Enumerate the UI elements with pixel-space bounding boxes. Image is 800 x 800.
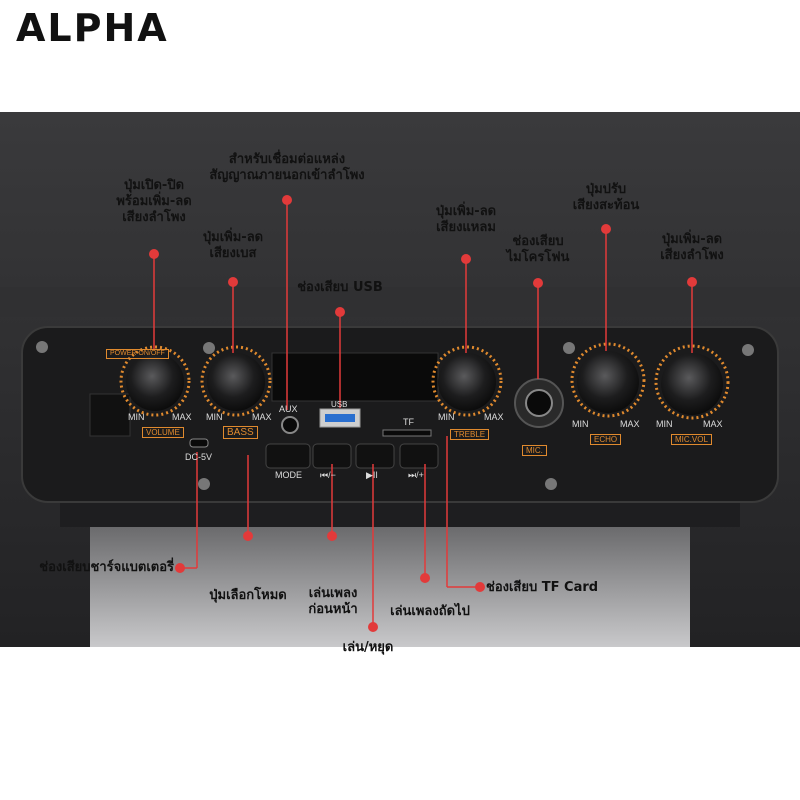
next-label: ⏭/+ <box>408 470 424 480</box>
callout-play: เล่น/หยุด <box>342 640 394 655</box>
callout-charge: ช่องเสียบชาร์จแบตเตอรี่ <box>39 560 174 575</box>
callout-bass: ปุ่มเพิ่ม-ลด เสียงเบส <box>190 230 276 262</box>
volume-tag: VOLUME <box>142 427 184 438</box>
callout-power-volume: ปุ่มเปิด-ปิด พร้อมเพิ่ม-ลด เสียงลำโพง <box>104 178 204 226</box>
callout-prev: เล่นเพลง ก่อนหน้า <box>298 586 368 618</box>
callout-line: ไมโครโฟน <box>506 250 570 265</box>
volume-knob[interactable] <box>126 353 184 411</box>
callout-line: ปุ่มปรับ <box>585 182 627 197</box>
brand-logo: ALPHA <box>16 6 169 50</box>
mic-tag: MIC. <box>522 445 547 456</box>
bass-knob[interactable] <box>207 353 265 411</box>
callout-usb: ช่องเสียบ USB <box>297 280 383 295</box>
callout-line: ปุ่มเปิด-ปิด <box>123 178 185 193</box>
echo-max: MAX <box>620 419 640 429</box>
speaker-illustration <box>0 112 800 647</box>
usb-port[interactable] <box>320 409 360 427</box>
treble-min: MIN <box>438 412 455 422</box>
play-label: ▶II <box>366 470 378 480</box>
volume-min: MIN <box>128 412 145 422</box>
usb-label: USB <box>331 400 348 409</box>
power-tag: POWER ON/OFF <box>106 349 169 359</box>
callout-next: เล่นเพลงถัดไป <box>390 604 470 619</box>
callout-line: สำหรับเชื่อมต่อแหล่ง <box>228 152 346 167</box>
bass-min: MIN <box>206 412 223 422</box>
mic-jack[interactable] <box>515 379 563 427</box>
speaker-photo: POWER ON/OFF MIN MAX VOLUME MIN MAX BASS… <box>0 112 800 647</box>
callout-line: เล่นเพลง <box>308 586 358 601</box>
bass-max: MAX <box>252 412 272 422</box>
callout-mode: ปุ่มเลือกโหมด <box>209 588 287 603</box>
callout-mic: ช่องเสียบ ไมโครโฟน <box>498 234 578 266</box>
callout-line: เสียงแหลม <box>436 220 496 235</box>
mic-vol-knob[interactable] <box>661 353 723 415</box>
callout-mic-vol: ปุ่มเพิ่ม-ลด เสียงลำโพง <box>648 232 736 264</box>
next-button[interactable] <box>400 444 438 468</box>
treble-max: MAX <box>484 412 504 422</box>
callout-line: เสียงสะท้อน <box>572 198 640 213</box>
play-pause-button[interactable] <box>356 444 394 468</box>
micvol-max: MAX <box>703 419 723 429</box>
tf-label: TF <box>403 417 414 427</box>
treble-knob[interactable] <box>438 353 496 411</box>
echo-knob[interactable] <box>577 351 639 413</box>
prev-button[interactable] <box>313 444 351 468</box>
callout-line: สัญญาณภายนอกเข้าลำโพง <box>209 168 365 183</box>
mode-button[interactable] <box>266 444 310 468</box>
callout-line: ช่องเสียบ <box>512 234 564 249</box>
dc-port[interactable] <box>190 439 208 447</box>
micvol-min: MIN <box>656 419 673 429</box>
callout-line: เสียงเบส <box>209 246 257 261</box>
callout-aux: สำหรับเชื่อมต่อแหล่ง สัญญาณภายนอกเข้าลำโ… <box>207 152 367 184</box>
aux-label: AUX <box>279 404 298 414</box>
treble-tag: TREBLE <box>450 429 490 440</box>
bass-tag: BASS <box>223 426 258 439</box>
callout-treble: ปุ่มเพิ่ม-ลด เสียงแหลม <box>422 204 510 236</box>
callout-line: ปุ่มเพิ่ม-ลด <box>202 230 264 245</box>
mic-vol-tag: MIC.VOL <box>671 434 712 445</box>
volume-max: MAX <box>172 412 192 422</box>
callout-line: เสียงลำโพง <box>660 248 724 263</box>
prev-label: ⏮/− <box>320 470 336 480</box>
callout-line: เสียงลำโพง <box>122 210 186 225</box>
dc-label: DC-5V <box>185 452 213 462</box>
echo-tag: ECHO <box>590 434 622 445</box>
mode-label: MODE <box>275 470 302 480</box>
callout-line: ปุ่มเพิ่ม-ลด <box>661 232 723 247</box>
callout-echo: ปุ่มปรับ เสียงสะท้อน <box>562 182 650 214</box>
echo-min: MIN <box>572 419 589 429</box>
callout-line: ปุ่มเพิ่ม-ลด <box>435 204 497 219</box>
callout-line: พร้อมเพิ่ม-ลด <box>116 194 192 209</box>
callout-tf: ช่องเสียบ TF Card <box>486 580 599 595</box>
tf-slot[interactable] <box>383 430 431 436</box>
aux-jack[interactable] <box>282 417 298 433</box>
callout-line: ก่อนหน้า <box>308 602 358 617</box>
